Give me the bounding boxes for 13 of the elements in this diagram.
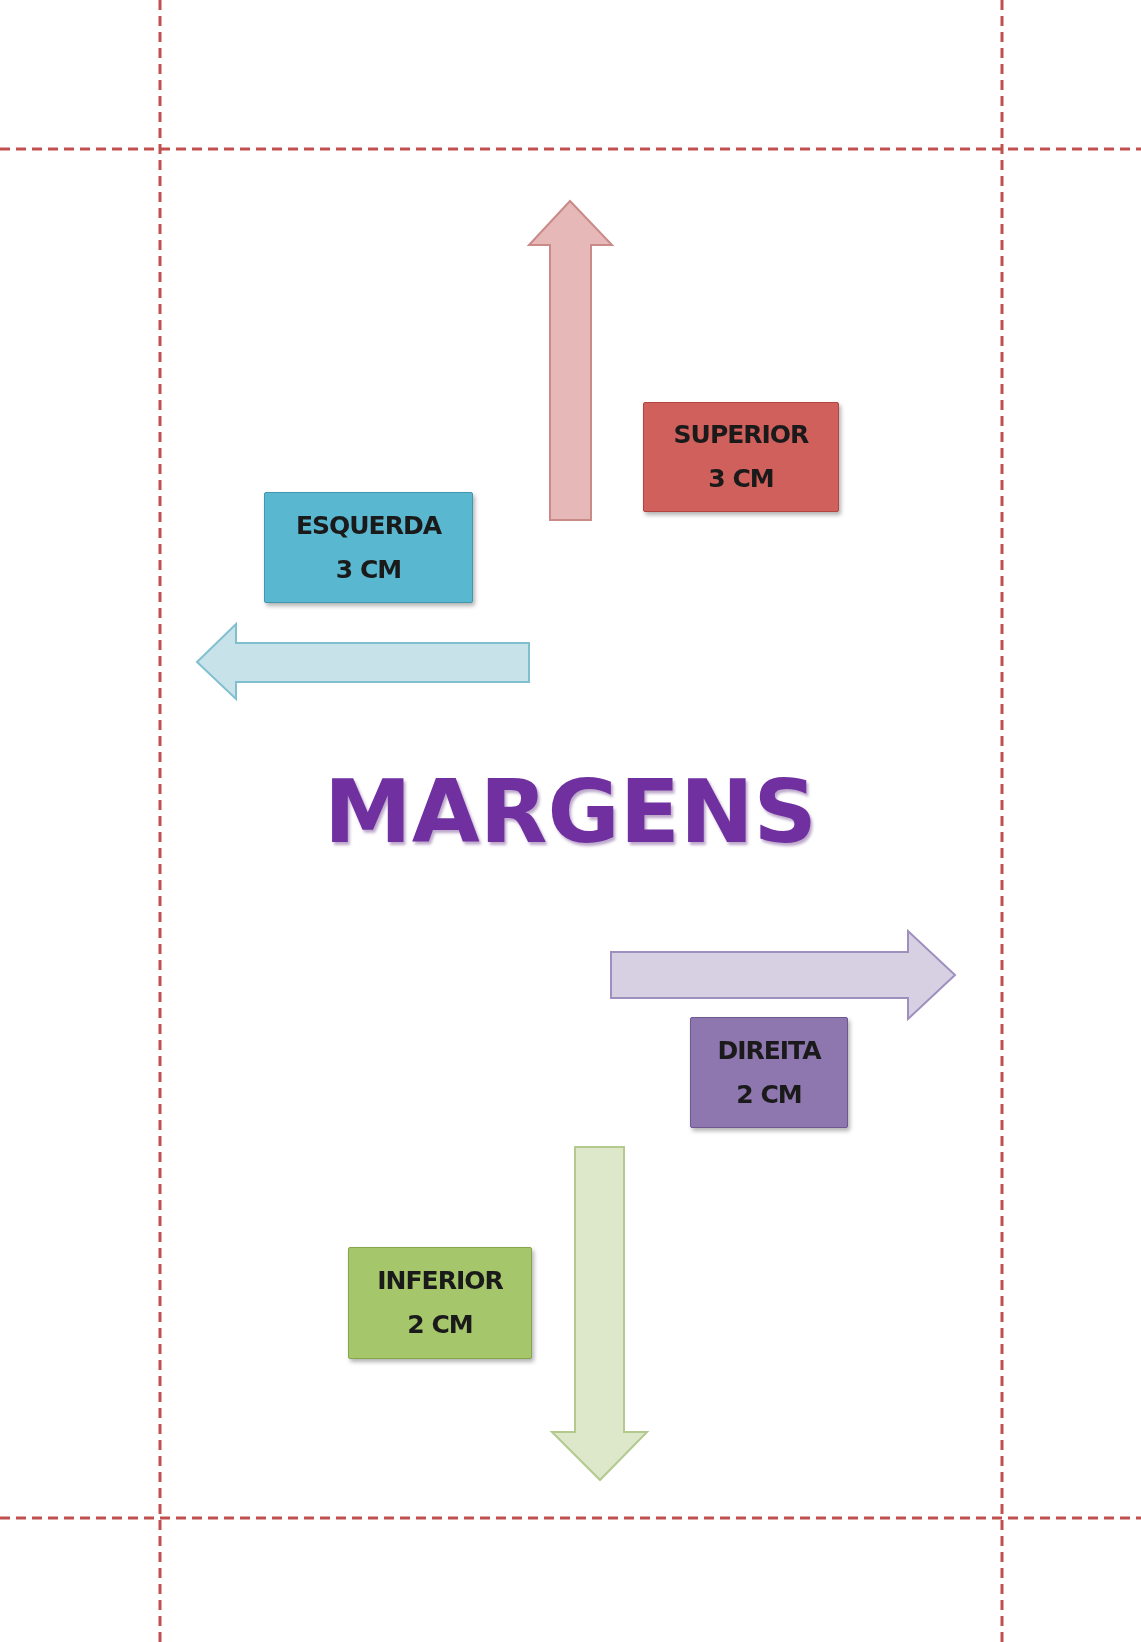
margin-label-box [643, 402, 839, 512]
title: MARGENS [324, 760, 817, 863]
margin-size: 3 CM [708, 463, 774, 495]
margin-label-box [348, 1247, 532, 1359]
margin-name: INFERIOR [377, 1265, 503, 1297]
margin-size: 2 CM [736, 1078, 802, 1111]
margin-name: SUPERIOR [673, 419, 809, 451]
margin-name: ESQUERDA [295, 509, 442, 542]
margin-size: 2 CM [407, 1309, 473, 1341]
margin-name: DIREITA [717, 1034, 821, 1067]
margin-label-box [264, 492, 473, 603]
margin-label-box [690, 1017, 848, 1128]
margin-size: 3 CM [335, 553, 402, 586]
